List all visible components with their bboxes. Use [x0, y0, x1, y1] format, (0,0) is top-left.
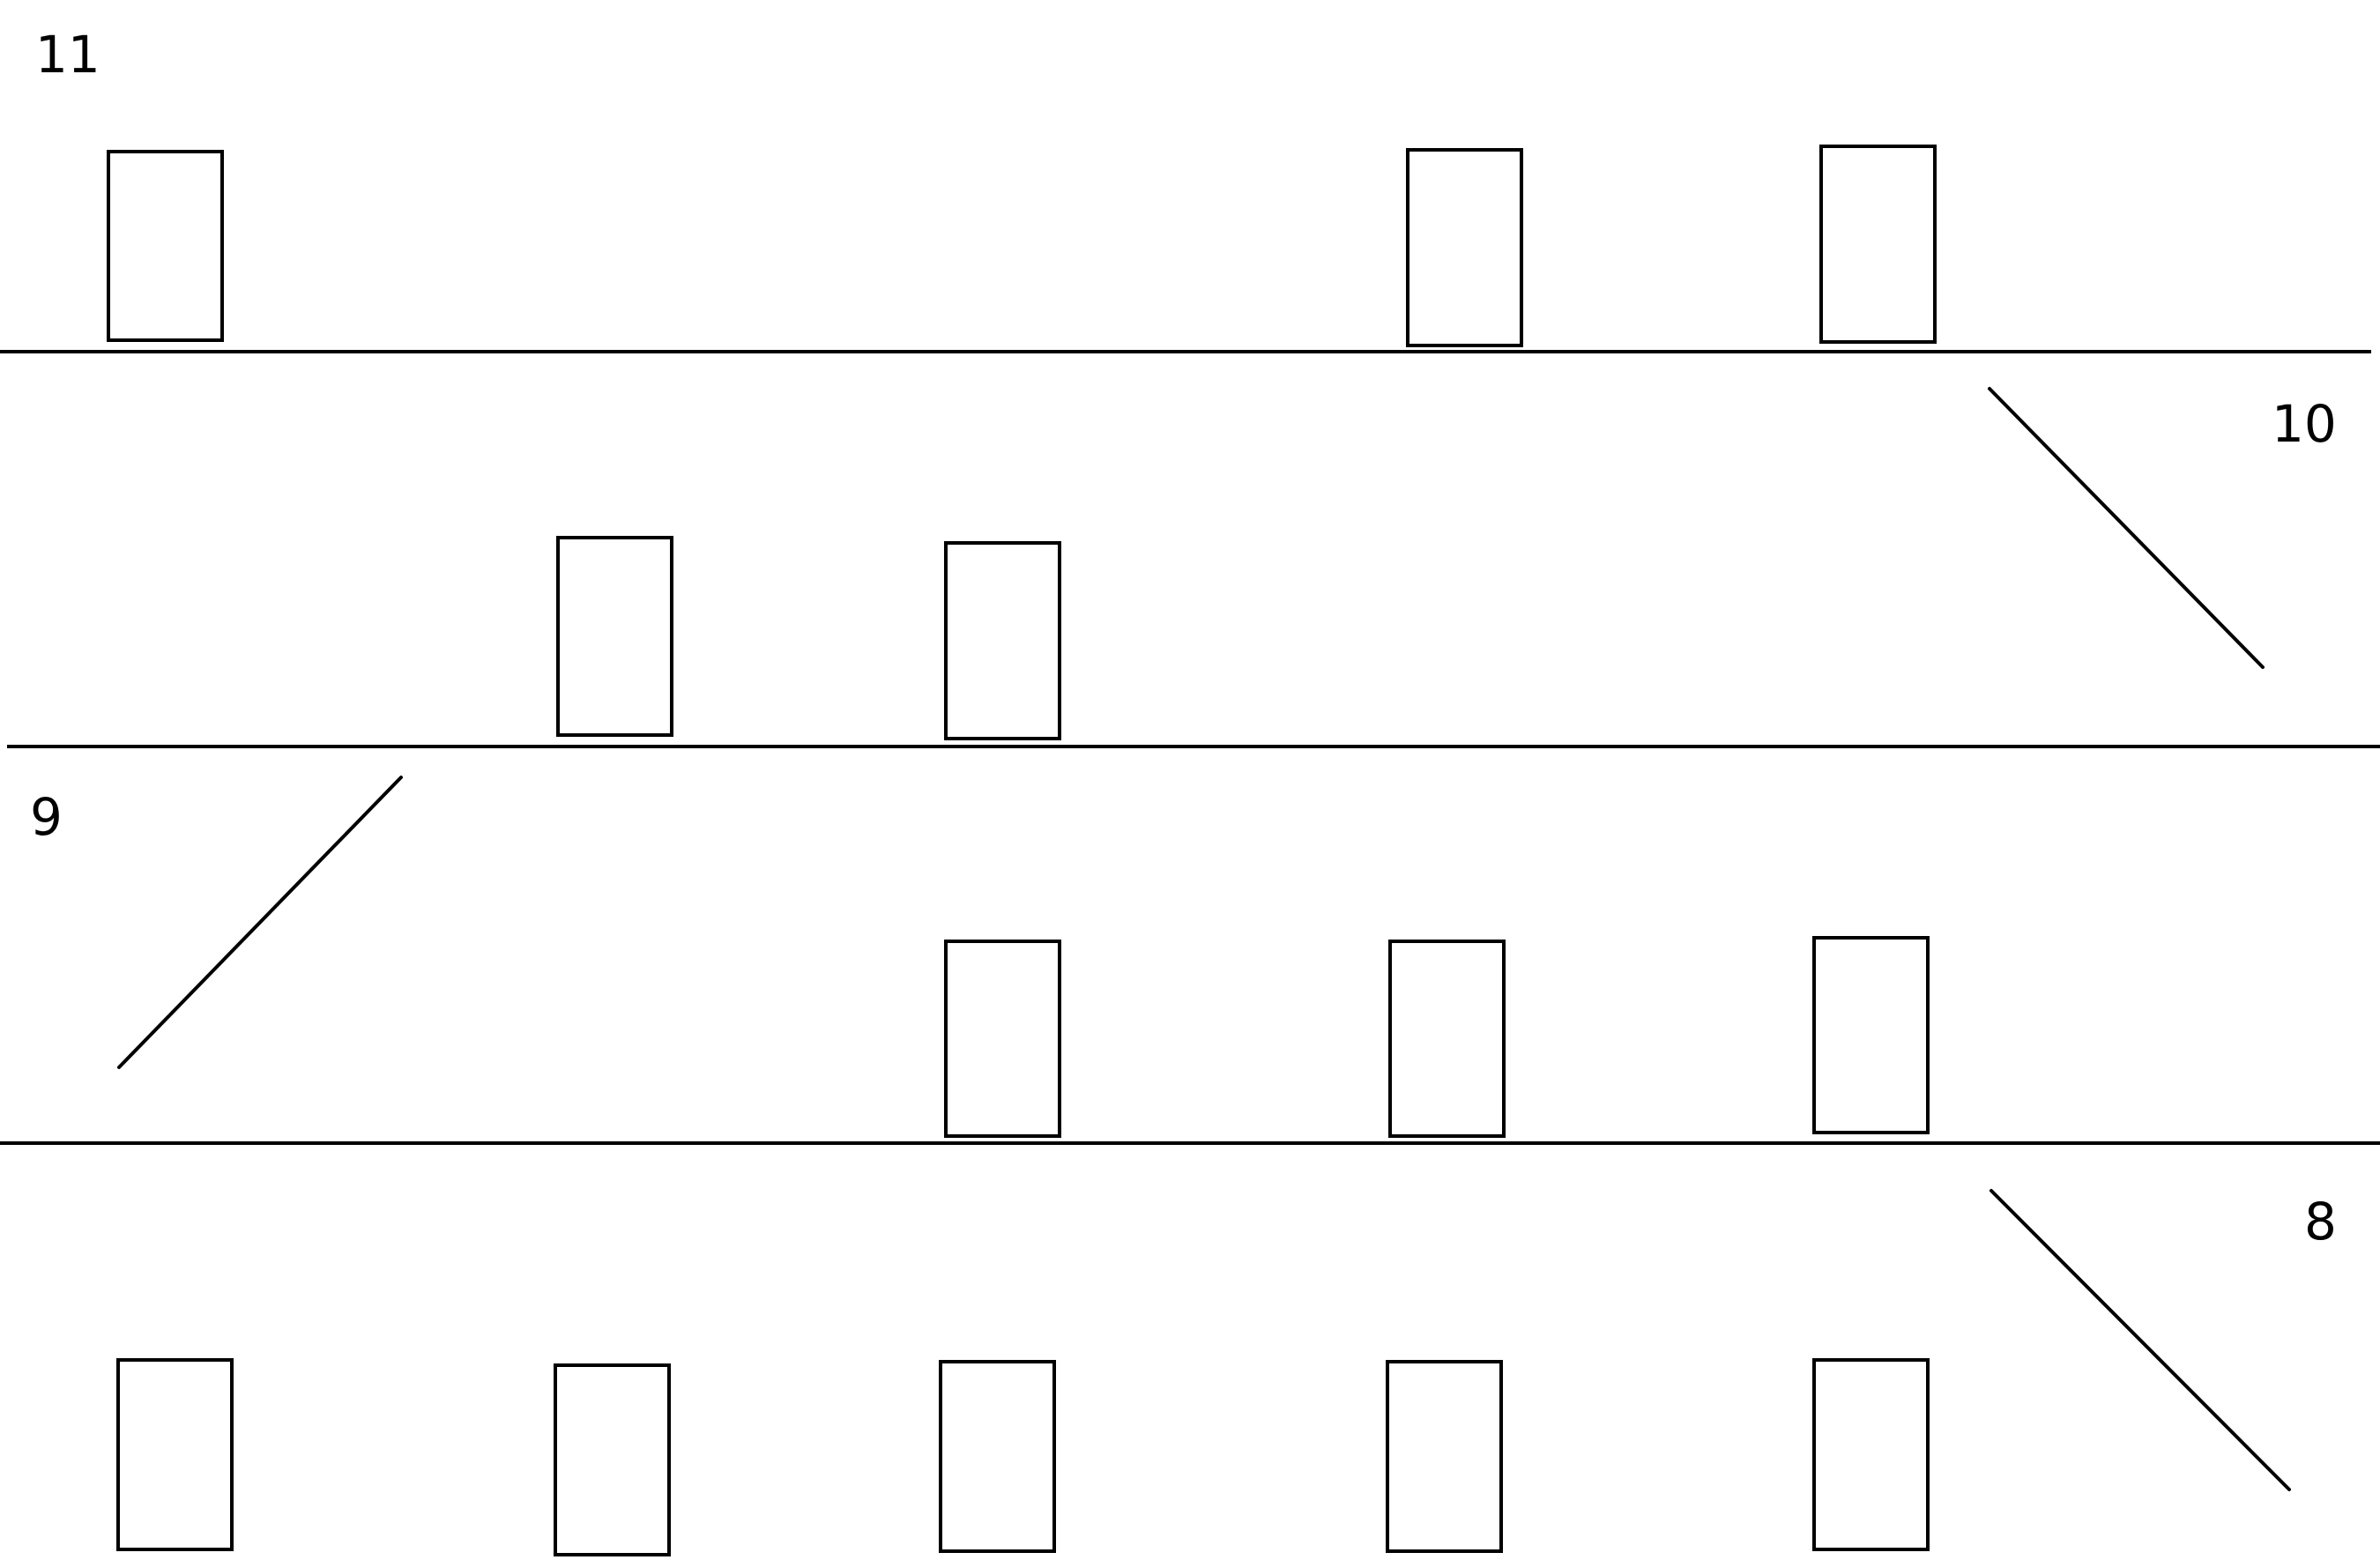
floor-8-window-5: [1812, 1358, 1930, 1551]
floor-8-window-4: [1386, 1360, 1503, 1553]
floor-11-window-1: [107, 150, 224, 342]
floor-10-window-1: [556, 536, 673, 737]
floor-label-9: 9: [30, 787, 63, 847]
floor-label-10: 10: [2272, 394, 2337, 454]
floor-8-window-3: [939, 1360, 1056, 1553]
floor-8-window-1: [116, 1358, 234, 1551]
floor-9-window-2: [1388, 940, 1506, 1138]
floor-8-stair-line: [1990, 1189, 2291, 1491]
floor-9-stair-line: [117, 776, 403, 1069]
floor-label-8: 8: [2304, 1192, 2337, 1252]
floor-label-11: 11: [35, 25, 100, 85]
floor-11-window-2: [1406, 148, 1523, 347]
floor-10-stair-line: [1988, 387, 2265, 669]
floor-9-window-3: [1812, 936, 1930, 1134]
floor-8-window-2: [554, 1363, 671, 1556]
floor-11-window-3: [1819, 145, 1937, 344]
floor-10-window-2: [944, 541, 1061, 740]
floor-9-window-1: [944, 940, 1061, 1138]
